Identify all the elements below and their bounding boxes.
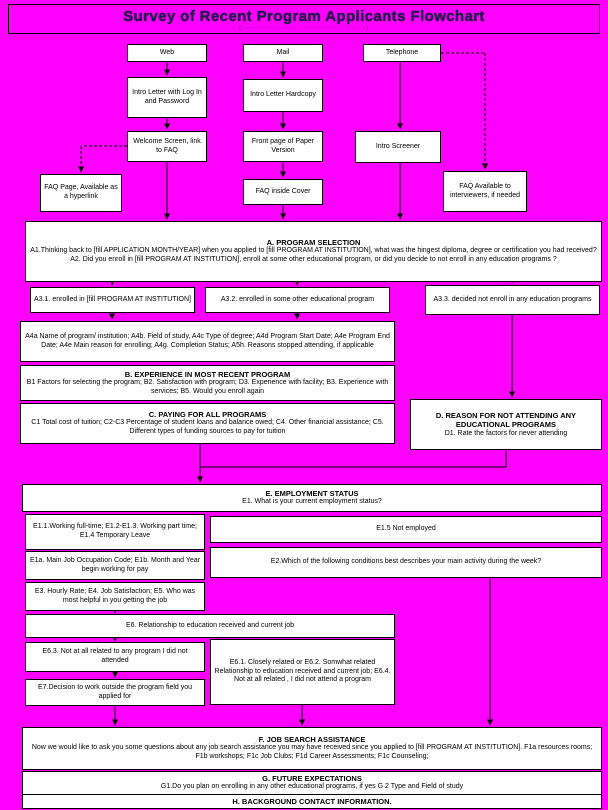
node-faq-inside-cover: FAQ inside Cover (243, 179, 323, 205)
node-intro-letter-mail: Intro Letter Hardcopy (243, 79, 323, 112)
node-e3-hourly-rate: E3. Hourly Rate; E4. Job Satisfaction; E… (25, 582, 205, 611)
section-f-job-search: F. JOB SEARCH ASSISTANCE Now we would li… (22, 727, 602, 770)
node-e2-main-activity: E2.Which of the following conditions bes… (210, 547, 602, 578)
section-f-header: F. JOB SEARCH ASSISTANCE (258, 735, 366, 745)
section-a-q1: A1.Thinking back to [fill APPLICATION MO… (30, 247, 597, 255)
node-e1a-occupation: E1a. Main Job Occupation Code; E1b. Mont… (25, 551, 205, 580)
node-a32-enrolled-other: A3.2. enrolled in some other educational… (205, 287, 390, 313)
section-e-employment-status: E. EMPLOYMENT STATUS E1. What is your cu… (22, 484, 602, 512)
section-a-program-selection: A. PROGRAM SELECTION A1.Thinking back to… (25, 221, 602, 282)
section-h-header: H. BACKGROUND CONTACT INFORMATION. (232, 796, 392, 806)
section-h-background-contact: H. BACKGROUND CONTACT INFORMATION. (22, 794, 602, 809)
node-e63-not-related: E6.3. Not at all related to any program … (25, 642, 205, 672)
section-c-header: C. PAYING FOR ALL PROGRAMS (148, 410, 267, 420)
section-g-header: G. FUTURE EXPECTATIONS (262, 773, 362, 783)
section-g-body: G1.Do you plan on enrolling in any other… (160, 783, 464, 791)
node-e11-working: E1.1.Working full-time; E1.2-E1.3. Worki… (25, 514, 205, 550)
node-e15-not-employed: E1.5 Not employed (210, 516, 602, 543)
section-a-q2: A2. Did you enroll in [fill PROGRAM AT I… (70, 256, 557, 264)
node-e7-work-outside: E7.Decision to work outside the program … (25, 679, 205, 706)
section-d-body: D1. Rate the factors for never attending (444, 429, 568, 437)
node-front-page: Front page of Paper Version (243, 131, 323, 162)
node-mail: Mail (243, 44, 323, 62)
node-web: Web (127, 44, 207, 62)
node-a4-program-details: A4a Name of program/ institution; A4b. F… (20, 321, 395, 362)
section-d-header: D. REASON FOR NOT ATTENDING ANY EDUCATIO… (435, 410, 577, 430)
section-b-header: B. EXPERIENCE IN MOST RECENT PROGRAM (124, 369, 291, 379)
section-a-header: A. PROGRAM SELECTION (266, 238, 361, 248)
node-a33-not-enrolled: A3.3. decided not enroll in any educatio… (425, 285, 600, 315)
section-c-body: C1 Total cost of tuition; C2-C3 Percenta… (31, 419, 384, 436)
section-b-body: B1 Factors for selecting the program; B2… (26, 378, 389, 395)
section-b-experience: B. EXPERIENCE IN MOST RECENT PROGRAM B1 … (20, 365, 395, 401)
section-d-not-attending: D. REASON FOR NOT ATTENDING ANY EDUCATIO… (410, 399, 602, 450)
node-e6-relationship: E6. Relationship to education received a… (25, 614, 395, 638)
node-welcome-screen: Welcome Screen, link to FAQ (127, 131, 207, 162)
node-telephone: Telephone (363, 44, 441, 62)
section-f-body: Now we would like to ask you some questi… (31, 744, 593, 761)
section-e-body: E1. What is your current employment stat… (242, 498, 382, 506)
page-subtitle: (············ ········· ·············· ·… (239, 24, 369, 31)
node-a31-enrolled-program: A3.1. enrolled in [fill PROGRAM AT INSTI… (30, 287, 195, 313)
node-faq-interviewers: FAQ Available to interviewers, if needed (443, 171, 527, 212)
node-faq-page: FAQ Page, Available as a hyperlink (40, 174, 122, 212)
node-intro-screener: Intro Screener (355, 131, 441, 163)
node-e61-closely-related: E6.1. Closely related or E6.2. Somwhat r… (210, 639, 395, 705)
node-intro-letter-web: Intro Letter with Log In and Password (127, 77, 207, 118)
section-c-paying: C. PAYING FOR ALL PROGRAMS C1 Total cost… (20, 403, 395, 444)
section-g-future-expectations: G. FUTURE EXPECTATIONS G1.Do you plan on… (22, 771, 602, 795)
page-title: Survey of Recent Program Applicants Flow… (123, 7, 485, 25)
title-bar: Survey of Recent Program Applicants Flow… (8, 4, 600, 34)
section-e-header: E. EMPLOYMENT STATUS (265, 488, 359, 498)
